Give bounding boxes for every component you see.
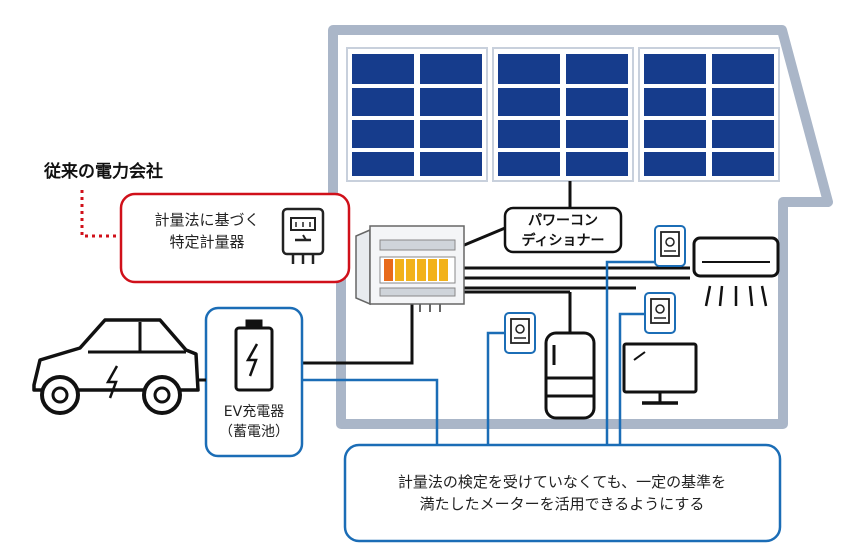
lightning-icon [105, 365, 119, 399]
meter-data-lines [298, 260, 663, 445]
electricity-meter-icon [281, 207, 325, 264]
caption-line-2: 満たしたメーターを活用できるようにする [419, 494, 705, 513]
distribution-board-icon [355, 225, 465, 312]
utility-leader-line [80, 190, 121, 238]
utility-company-title: 従来の電力会社 [44, 162, 163, 182]
television-icon [622, 342, 698, 405]
ev-charger-line-2: （蓄電池） [219, 424, 289, 441]
smart-meter-icon [644, 292, 676, 334]
ev-charger-label: EV充電器 （蓄電池） [206, 402, 302, 443]
certified-meter-line-1: 計量法に基づく [154, 211, 260, 229]
caption-text: 計量法の検定を受けていなくても、一定の基準を 満たしたメーターを活用できるように… [352, 472, 772, 516]
certified-meter-line-2: 特定計量器 [169, 232, 245, 251]
air-conditioner-icon [692, 236, 780, 307]
power-conditioner-label: パワーコン ディショナー [505, 211, 621, 252]
power-conditioner-line-1: パワーコン [528, 213, 598, 229]
caption-line-1: 計量法の検定を受けていなくても、一定の基準を [397, 473, 727, 491]
car-icon [32, 318, 200, 415]
smart-meter-icon [654, 225, 686, 267]
power-conditioner-line-2: ディショナー [521, 233, 605, 250]
battery-icon [234, 319, 274, 392]
solar-panel-array [346, 47, 780, 182]
power-conditioner-box [503, 206, 623, 254]
certified-meter-label: 計量法に基づく 特定計量器 [132, 210, 282, 254]
caption-box [343, 443, 782, 543]
smart-meter-icon [504, 312, 536, 354]
ev-charger-line-1: EV充電器 [223, 404, 285, 420]
refrigerator-icon [544, 331, 596, 420]
